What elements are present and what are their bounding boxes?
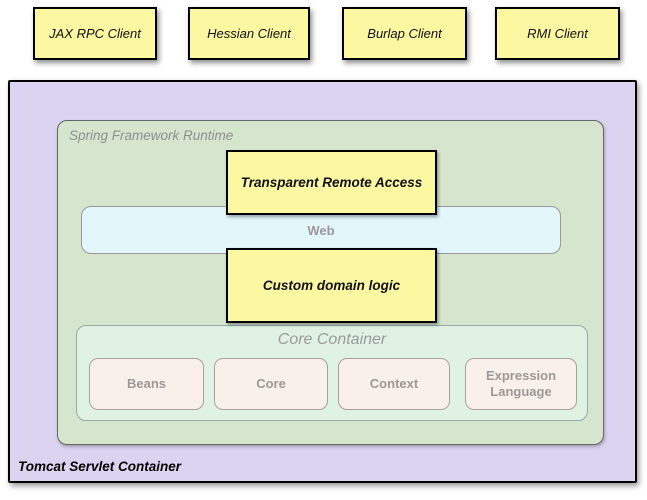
client-box-label: Burlap Client — [367, 26, 442, 41]
spring-framework-runtime: Spring Framework Runtime Web Transparent… — [57, 120, 604, 445]
module-expression-language: Expression Language — [465, 358, 577, 410]
module-core: Core — [214, 358, 328, 410]
client-box-label: JAX RPC Client — [49, 26, 141, 41]
tomcat-label: Tomcat Servlet Container — [18, 459, 182, 474]
tomcat-servlet-container: Spring Framework Runtime Web Transparent… — [8, 80, 637, 483]
client-box-rmi: RMI Client — [495, 7, 620, 60]
client-box-burlap: Burlap Client — [342, 7, 467, 60]
custom-domain-logic-box: Custom domain logic — [226, 248, 437, 323]
module-beans: Beans — [89, 358, 204, 410]
module-label: Expression Language — [485, 367, 557, 399]
module-context: Context — [338, 358, 450, 410]
client-box-jax-rpc: JAX RPC Client — [33, 7, 157, 60]
runtime-label: Spring Framework Runtime — [69, 128, 234, 143]
module-label: Beans — [126, 375, 167, 391]
core-container-label: Core Container — [277, 331, 387, 348]
client-box-label: Hessian Client — [207, 26, 291, 41]
module-label: Context — [369, 375, 419, 391]
client-box-label: RMI Client — [527, 26, 588, 41]
custom-domain-logic-label: Custom domain logic — [262, 278, 401, 293]
transparent-remote-access-label: Transparent Remote Access — [240, 175, 423, 190]
core-container: Core Container Beans Core Context Expres… — [76, 325, 588, 421]
web-layer-label: Web — [307, 222, 335, 238]
client-box-hessian: Hessian Client — [188, 7, 310, 60]
transparent-remote-access-box: Transparent Remote Access — [226, 150, 437, 215]
module-label: Core — [256, 375, 286, 391]
